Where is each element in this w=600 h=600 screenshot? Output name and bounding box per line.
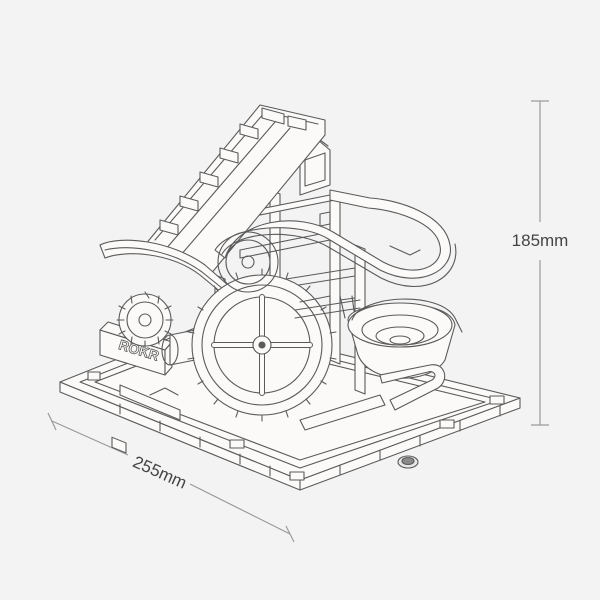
upper-loop-track bbox=[214, 189, 457, 288]
height-dimension-label: 185mm bbox=[512, 231, 569, 250]
start-button bbox=[397, 455, 419, 469]
base-rail-clips bbox=[87, 371, 505, 481]
lift-steps bbox=[159, 107, 307, 236]
gear-teeth bbox=[187, 268, 337, 422]
height-dimension bbox=[531, 100, 549, 426]
lower-left-ramp bbox=[119, 384, 181, 421]
lower-right-track bbox=[299, 364, 446, 431]
width-dimension-right-tick bbox=[285, 525, 295, 543]
width-dimension-line-right bbox=[189, 483, 291, 535]
width-dimension-label: 255mm bbox=[130, 452, 190, 492]
width-dimension bbox=[47, 412, 295, 543]
base-rail-ticks bbox=[119, 403, 501, 477]
mid-gear bbox=[217, 231, 279, 293]
crossing-rails bbox=[294, 295, 361, 319]
width-dimension-line-left bbox=[51, 420, 129, 456]
small-gear bbox=[116, 291, 174, 349]
marble-run-model: ROKR bbox=[59, 104, 521, 491]
spiral-funnel bbox=[347, 298, 463, 379]
